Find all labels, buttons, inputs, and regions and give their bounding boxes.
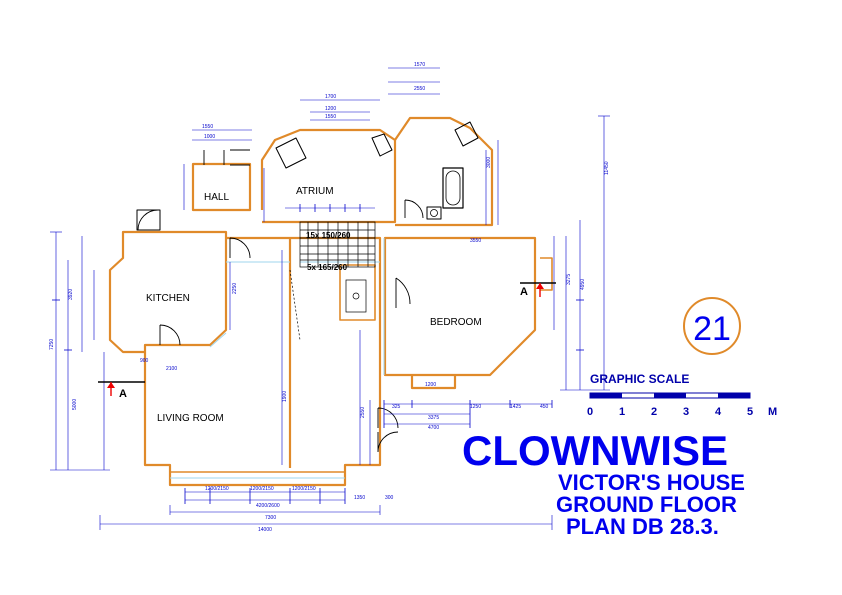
sheet-number-badge: 21 — [683, 297, 741, 355]
section-label-left: A — [119, 388, 127, 400]
dim-bedroom-inner: 3375 — [428, 415, 439, 421]
dim-kitchen-3920: 3920 — [68, 289, 74, 300]
dim-atrium-top: 1700 — [325, 94, 336, 100]
dim-door-1200: 1200 — [425, 382, 436, 388]
dim-1900: 1900 — [282, 391, 288, 402]
dim-bedroom-width: 4700 — [428, 425, 439, 431]
room-labels: HALL ATRIUM KITCHEN BEDROOM LIVING ROOM … — [146, 186, 482, 424]
dim-window-1: 1200/2150 — [205, 486, 229, 492]
scale-tick-1: 1 — [619, 406, 625, 418]
company-name: CLOWNWISE — [462, 427, 728, 474]
dim-325: 325 — [392, 404, 401, 410]
scale-tick-0: 0 — [587, 406, 593, 418]
dim-1250: 1250 — [470, 404, 481, 410]
stair-note-upper: 15x 150/260 — [306, 231, 351, 240]
section-label-right: A — [520, 286, 528, 298]
dim-450: 450 — [540, 404, 549, 410]
section-marker-left: A — [98, 381, 145, 400]
scale-tick-2: 2 — [651, 406, 657, 418]
title-line-3: PLAN DB 28.3. — [566, 514, 719, 539]
dim-atrium-inner: 1200 — [325, 106, 336, 112]
dim-window-3: 1200/2150 — [292, 486, 316, 492]
dim-hall-1000: 1000 — [204, 134, 215, 140]
dim-2100: 2100 — [166, 366, 177, 372]
scale-unit: M — [768, 406, 777, 418]
dim-living-5000: 5000 — [72, 399, 78, 410]
room-label-bedroom: BEDROOM — [430, 317, 482, 328]
room-label-atrium: ATRIUM — [296, 186, 334, 197]
room-label-hall: HALL — [204, 192, 229, 203]
section-marker-right: A — [520, 282, 556, 298]
dim-right-3275: 3275 — [566, 274, 572, 285]
dim-window-2: 1200/2150 — [250, 486, 274, 492]
dim-bedroom-top: 3550 — [470, 238, 481, 244]
graphic-scale: GRAPHIC SCALE 0 1 2 3 4 5 M — [587, 372, 777, 418]
title-line-2: GROUND FLOOR — [556, 492, 737, 517]
dim-300: 300 — [385, 495, 394, 501]
dim-wc-900: 900 — [140, 358, 149, 364]
dim-1425: 1425 — [510, 404, 521, 410]
dim-overall: 14000 — [258, 527, 272, 533]
dim-entry-2550: 2550 — [414, 86, 425, 92]
dim-left-7250: 7250 — [49, 339, 55, 350]
dim-right-11450: 11450 — [604, 161, 610, 175]
title-line-1: VICTOR'S HOUSE — [558, 470, 745, 495]
graphic-scale-label: GRAPHIC SCALE — [590, 372, 689, 386]
dim-kitchen-2250: 2250 — [232, 283, 238, 294]
dim-entry-1570: 1570 — [414, 62, 425, 68]
sheet-number: 21 — [693, 310, 731, 348]
dimension-labels: 14000 7300 4200/2600 1200/2150 1200/2150… — [49, 62, 610, 533]
dim-atrium-1550: 1550 — [325, 114, 336, 120]
dimension-lines — [50, 67, 610, 530]
stair-note-lower: 5x 165/260 — [307, 263, 348, 272]
dim-2550: 2550 — [360, 407, 366, 418]
title-block: CLOWNWISE VICTOR'S HOUSE GROUND FLOOR PL… — [462, 427, 745, 539]
dim-1350: 1350 — [354, 495, 365, 501]
dimension-ticks — [52, 204, 584, 504]
dim-3000: 3000 — [486, 157, 492, 168]
dim-living-width: 7300 — [265, 515, 276, 521]
room-label-kitchen: KITCHEN — [146, 293, 190, 304]
scale-tick-4: 4 — [715, 406, 722, 418]
dim-hall-1550: 1550 — [202, 124, 213, 130]
scale-tick-3: 3 — [683, 406, 689, 418]
room-label-living-room: LIVING ROOM — [157, 413, 224, 424]
dim-right-4950: 4950 — [580, 279, 586, 290]
stair-details — [289, 221, 376, 341]
scale-tick-5: 5 — [747, 406, 753, 418]
dim-window-group: 4200/2600 — [256, 503, 280, 509]
glazing-lines — [170, 238, 385, 479]
walls — [108, 116, 553, 487]
